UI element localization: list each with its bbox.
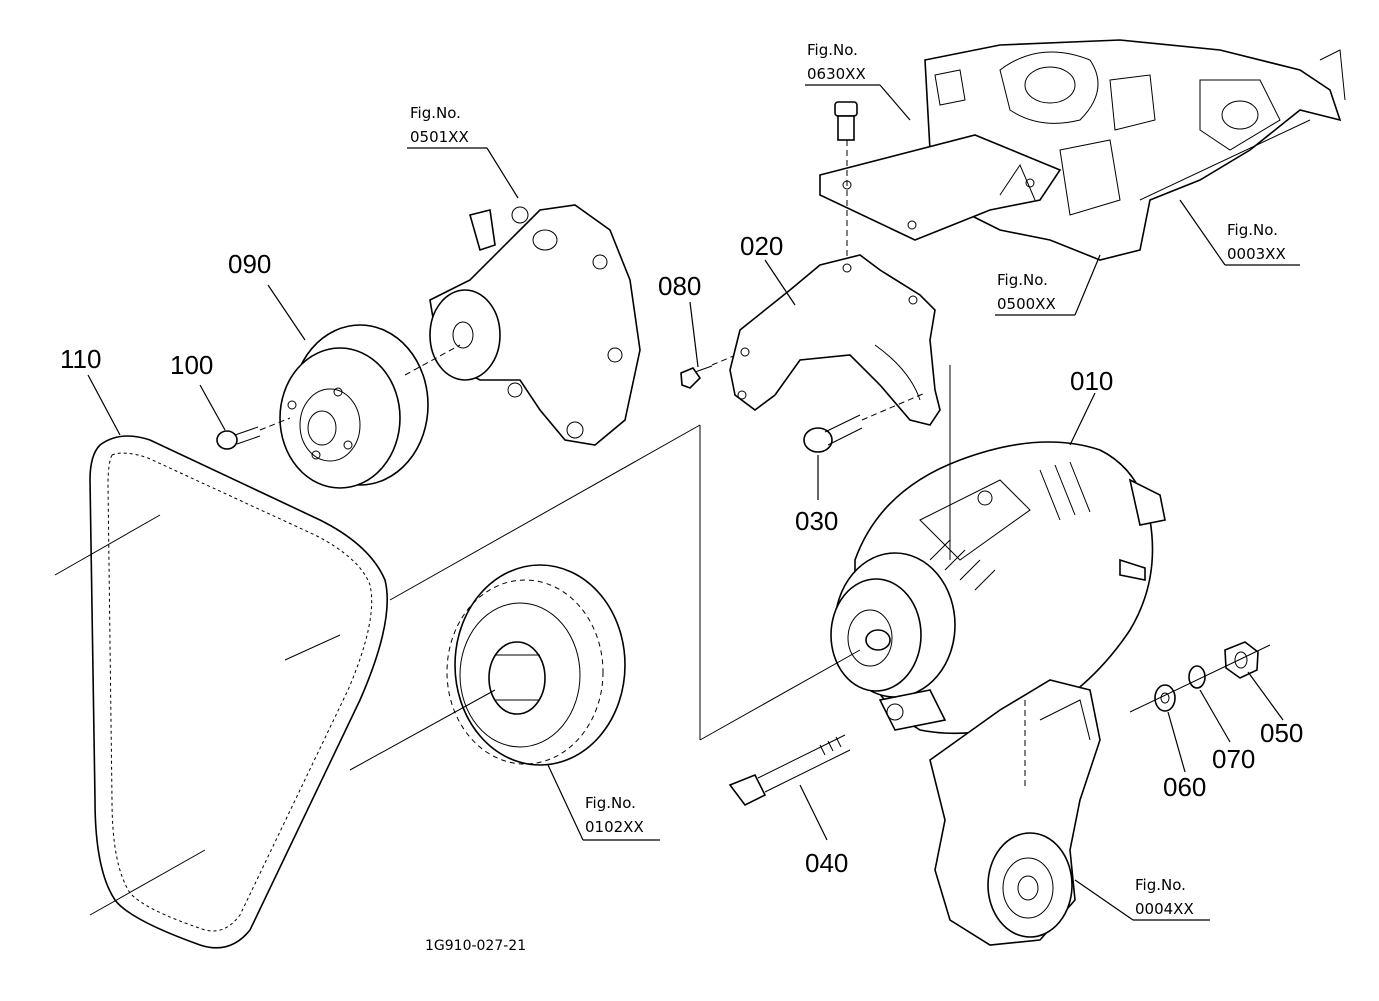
fig-ref-label: Fig.No. [1227,221,1278,239]
lock-washer-070-drawing [1188,665,1206,689]
fig-ref-code: 0003XX [1227,245,1286,263]
figure-references: Fig.No. 0630XX Fig.No. 0501XX Fig.No. 00… [410,41,1286,918]
fig-ref-label: Fig.No. [997,271,1048,289]
bolt-030-drawing [803,392,926,453]
fig-ref-code: 0102XX [585,818,644,836]
bolt-040-drawing [728,734,851,807]
part-callout-030: 030 [795,506,838,536]
fig-ref-0102xx: Fig.No. 0102XX [585,794,644,836]
part-callout-040: 040 [805,848,848,878]
v-belt-110-drawing [54,435,388,949]
fig-ref-0630xx: Fig.No. 0630XX [807,41,866,83]
fig-ref-label: Fig.No. [1135,876,1186,894]
fig-ref-0004xx: Fig.No. 0004XX [1135,876,1194,918]
washer-060-drawing [1154,684,1176,712]
part-callout-070: 070 [1212,744,1255,774]
part-callout-010: 010 [1070,366,1113,396]
part-callout-050: 050 [1260,718,1303,748]
leader-lines [87,84,1300,921]
part-callout-020: 020 [740,231,783,261]
fig-ref-0003xx: Fig.No. 0003XX [1227,221,1286,263]
alternator-010-drawing [389,365,1166,741]
gasket-plate-drawing [819,134,1062,241]
fig-ref-0500xx: Fig.No. 0500XX [997,271,1056,313]
drawing-id: 1G910-027-21 [425,938,526,954]
engine-block-drawing [924,39,1346,261]
plate-bolt-drawing [834,101,858,270]
fig-ref-label: Fig.No. [410,104,461,122]
part-callouts: 010 020 030 040 050 060 070 080 090 100 … [60,231,1303,878]
pulley-090-drawing [279,324,461,489]
timing-case-drawing [929,679,1101,946]
fig-ref-0501xx: Fig.No. 0501XX [410,104,469,146]
part-callout-060: 060 [1163,772,1206,802]
fig-ref-code: 0501XX [410,128,469,146]
fig-ref-label: Fig.No. [807,41,858,59]
part-callout-100: 100 [170,350,213,380]
crank-pulley-drawing [349,564,626,771]
water-pump-drawing [429,204,641,446]
fig-ref-code: 0004XX [1135,900,1194,918]
part-callout-090: 090 [228,249,271,279]
nut-050-drawing [1129,641,1271,713]
fig-ref-code: 0630XX [807,65,866,83]
bracket-020-drawing [729,254,941,426]
bolt-100-drawing [216,417,291,450]
part-callout-110: 110 [60,344,101,374]
part-callout-080: 080 [658,271,701,301]
fig-ref-label: Fig.No. [585,794,636,812]
fig-ref-code: 0500XX [997,295,1056,313]
